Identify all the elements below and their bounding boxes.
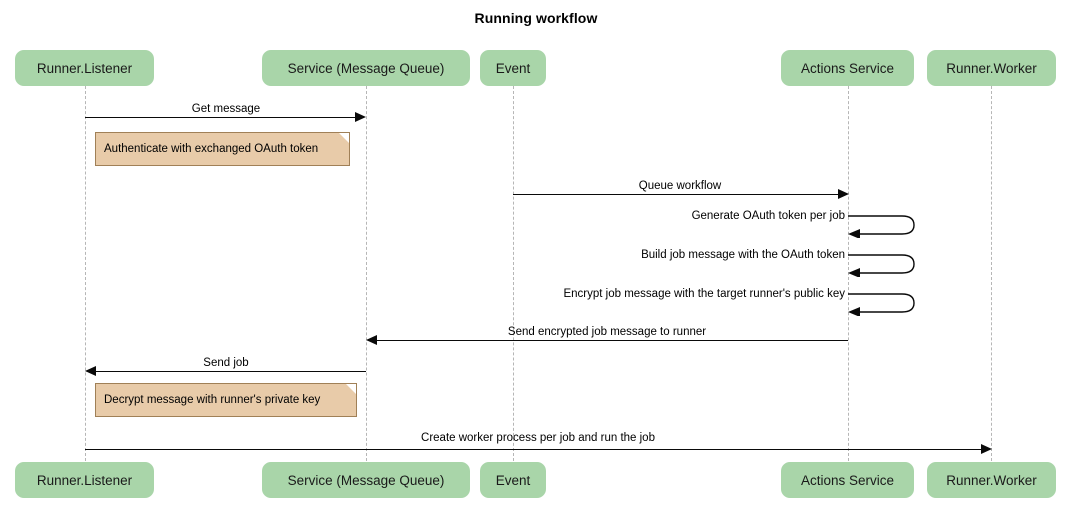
- message-label-send-job: Send job: [203, 357, 249, 369]
- participant-label: Runner.Worker: [946, 472, 1037, 488]
- arrowhead-create-worker-process-per-job-and-run-the-job: [981, 444, 992, 454]
- note-fold-inner-icon: [346, 384, 356, 394]
- lifeline-actions-service: [848, 86, 849, 461]
- message-line-get-message: [85, 117, 355, 118]
- note-authenticate: Authenticate with exchanged OAuth token: [95, 132, 350, 166]
- lifeline-service-message-queue: [366, 86, 367, 461]
- message-label-encrypt-job-message-with-the-target-runners-public-key: Encrypt job message with the target runn…: [563, 288, 845, 300]
- message-label-queue-workflow: Queue workflow: [638, 180, 722, 192]
- participant-label: Actions Service: [800, 60, 895, 76]
- lifeline-event: [513, 86, 514, 461]
- participant-top-runner-worker[interactable]: Runner.Worker: [927, 50, 1056, 86]
- message-line-send-job: [95, 371, 366, 372]
- note-decrypt: Decrypt message with runner's private ke…: [95, 383, 357, 417]
- participant-label: Runner.Worker: [946, 60, 1037, 76]
- participant-top-actions-service[interactable]: Actions Service: [781, 50, 914, 86]
- participant-label: Event: [495, 472, 531, 488]
- participant-top-event[interactable]: Event: [480, 50, 546, 86]
- participant-label: Actions Service: [800, 472, 895, 488]
- selfloop-build-job-message-with-the-oauth-token: [848, 254, 915, 277]
- diagram-title: Running workflow: [474, 10, 598, 26]
- participant-bottom-actions-service[interactable]: Actions Service: [781, 462, 914, 498]
- participant-label: Event: [495, 60, 531, 76]
- participant-label: Service (Message Queue): [287, 472, 445, 488]
- participant-bottom-service-message-queue[interactable]: Service (Message Queue): [262, 462, 470, 498]
- participant-top-runner-listener[interactable]: Runner.Listener: [15, 50, 154, 86]
- selfloop-encrypt-job-message-with-the-target-runners-public-key: [848, 293, 915, 316]
- lifeline-runner-listener: [85, 86, 86, 461]
- message-line-send-encrypted-job-message-to-runner: [376, 340, 848, 341]
- message-line-queue-workflow: [513, 194, 839, 195]
- participant-label: Runner.Listener: [36, 472, 133, 488]
- participant-top-service-message-queue[interactable]: Service (Message Queue): [262, 50, 470, 86]
- message-label-get-message: Get message: [191, 103, 261, 115]
- participant-bottom-runner-worker[interactable]: Runner.Worker: [927, 462, 1056, 498]
- note-fold-inner-icon: [339, 133, 349, 143]
- participant-label: Service (Message Queue): [287, 60, 445, 76]
- arrowhead-queue-workflow: [838, 189, 849, 199]
- participant-label: Runner.Listener: [36, 60, 133, 76]
- message-label-generate-oauth-token-per-job: Generate OAuth token per job: [691, 210, 845, 222]
- note-label: Authenticate with exchanged OAuth token: [104, 143, 319, 155]
- arrowhead-get-message: [355, 112, 366, 122]
- message-line-create-worker-process-per-job-and-run-the-job: [85, 449, 981, 450]
- message-label-build-job-message-with-the-oauth-token: Build job message with the OAuth token: [641, 249, 845, 261]
- participant-bottom-runner-listener[interactable]: Runner.Listener: [15, 462, 154, 498]
- selfloop-generate-oauth-token-per-job: [848, 215, 915, 238]
- lifeline-runner-worker: [991, 86, 992, 461]
- arrowhead-send-job: [85, 366, 96, 376]
- message-label-create-worker-process-per-job-and-run-the-job: Create worker process per job and run th…: [421, 432, 655, 444]
- note-label: Decrypt message with runner's private ke…: [104, 394, 321, 406]
- arrowhead-send-encrypted-job-message-to-runner: [366, 335, 377, 345]
- participant-bottom-event[interactable]: Event: [480, 462, 546, 498]
- message-label-send-encrypted-job-message-to-runner: Send encrypted job message to runner: [507, 326, 707, 338]
